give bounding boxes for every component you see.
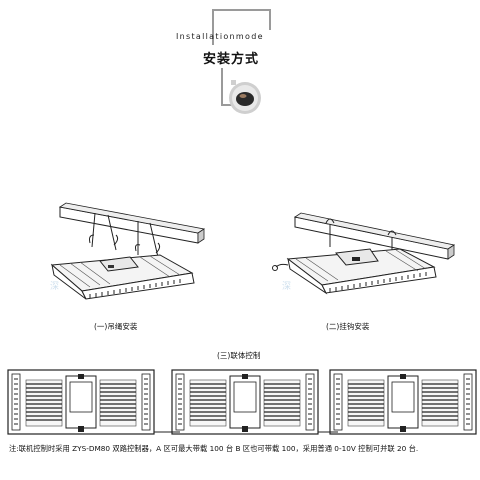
caption-rope-install: (一)吊绳安装	[94, 322, 138, 331]
coffee-cup-icon	[229, 80, 261, 114]
rope-install-figure	[50, 202, 206, 300]
watermark-right: 深	[282, 282, 295, 292]
section-title-cn: 安装方式	[203, 52, 260, 67]
linked-control-figure	[7, 369, 477, 435]
led-flood-light-icon	[272, 248, 437, 295]
watermark-left: 深	[50, 282, 63, 292]
footnote: 注:联机控制时采用 ZYS-DM80 双路控制器，A 区可最大带载 100 台 …	[9, 444, 419, 453]
header-decoration	[212, 9, 271, 114]
caption-hook-install: (二)挂钩安装	[326, 322, 370, 331]
caption-linked-control: (三)联体控制	[217, 351, 261, 360]
section-title-en: Installationmode	[176, 32, 264, 41]
led-flood-light-icon	[50, 254, 195, 300]
hook-install-figure	[272, 212, 455, 295]
